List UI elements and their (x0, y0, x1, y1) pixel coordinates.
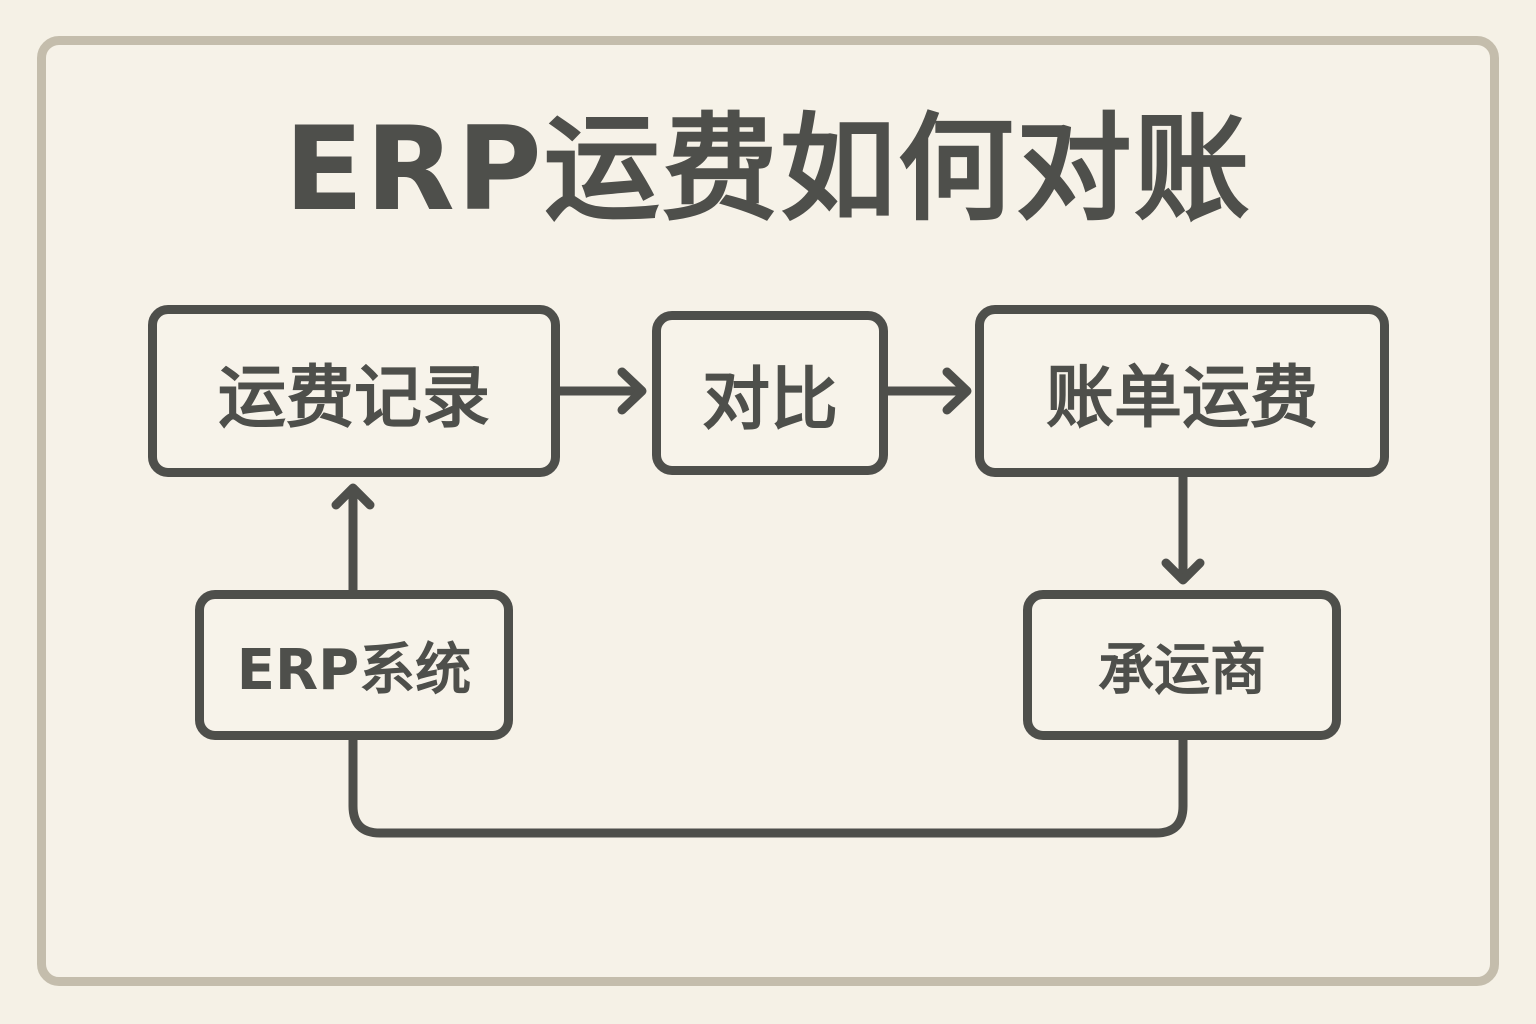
edge-carrier-to-erp (348, 735, 1188, 838)
arrowhead-down-icon (1161, 558, 1205, 585)
node-compare: 对比 (652, 311, 888, 475)
node-label: 承运商 (1098, 637, 1266, 703)
node-carrier: 承运商 (1023, 590, 1341, 740)
diagram-title: ERP运费如何对账 (284, 102, 1252, 237)
node-label: 账单运费 (1045, 358, 1318, 438)
arrowhead-right-icon (617, 367, 647, 415)
arrowhead-right-icon (942, 367, 972, 415)
node-freight-record: 运费记录 (148, 305, 560, 477)
node-label: ERP系统 (236, 637, 472, 703)
node-label: 对比 (701, 360, 838, 440)
diagram-frame (37, 36, 1499, 986)
node-erp-system: ERP系统 (195, 590, 513, 740)
arrowhead-up-icon (331, 483, 375, 510)
node-bill-freight: 账单运费 (975, 305, 1389, 477)
node-label: 运费记录 (217, 358, 490, 438)
